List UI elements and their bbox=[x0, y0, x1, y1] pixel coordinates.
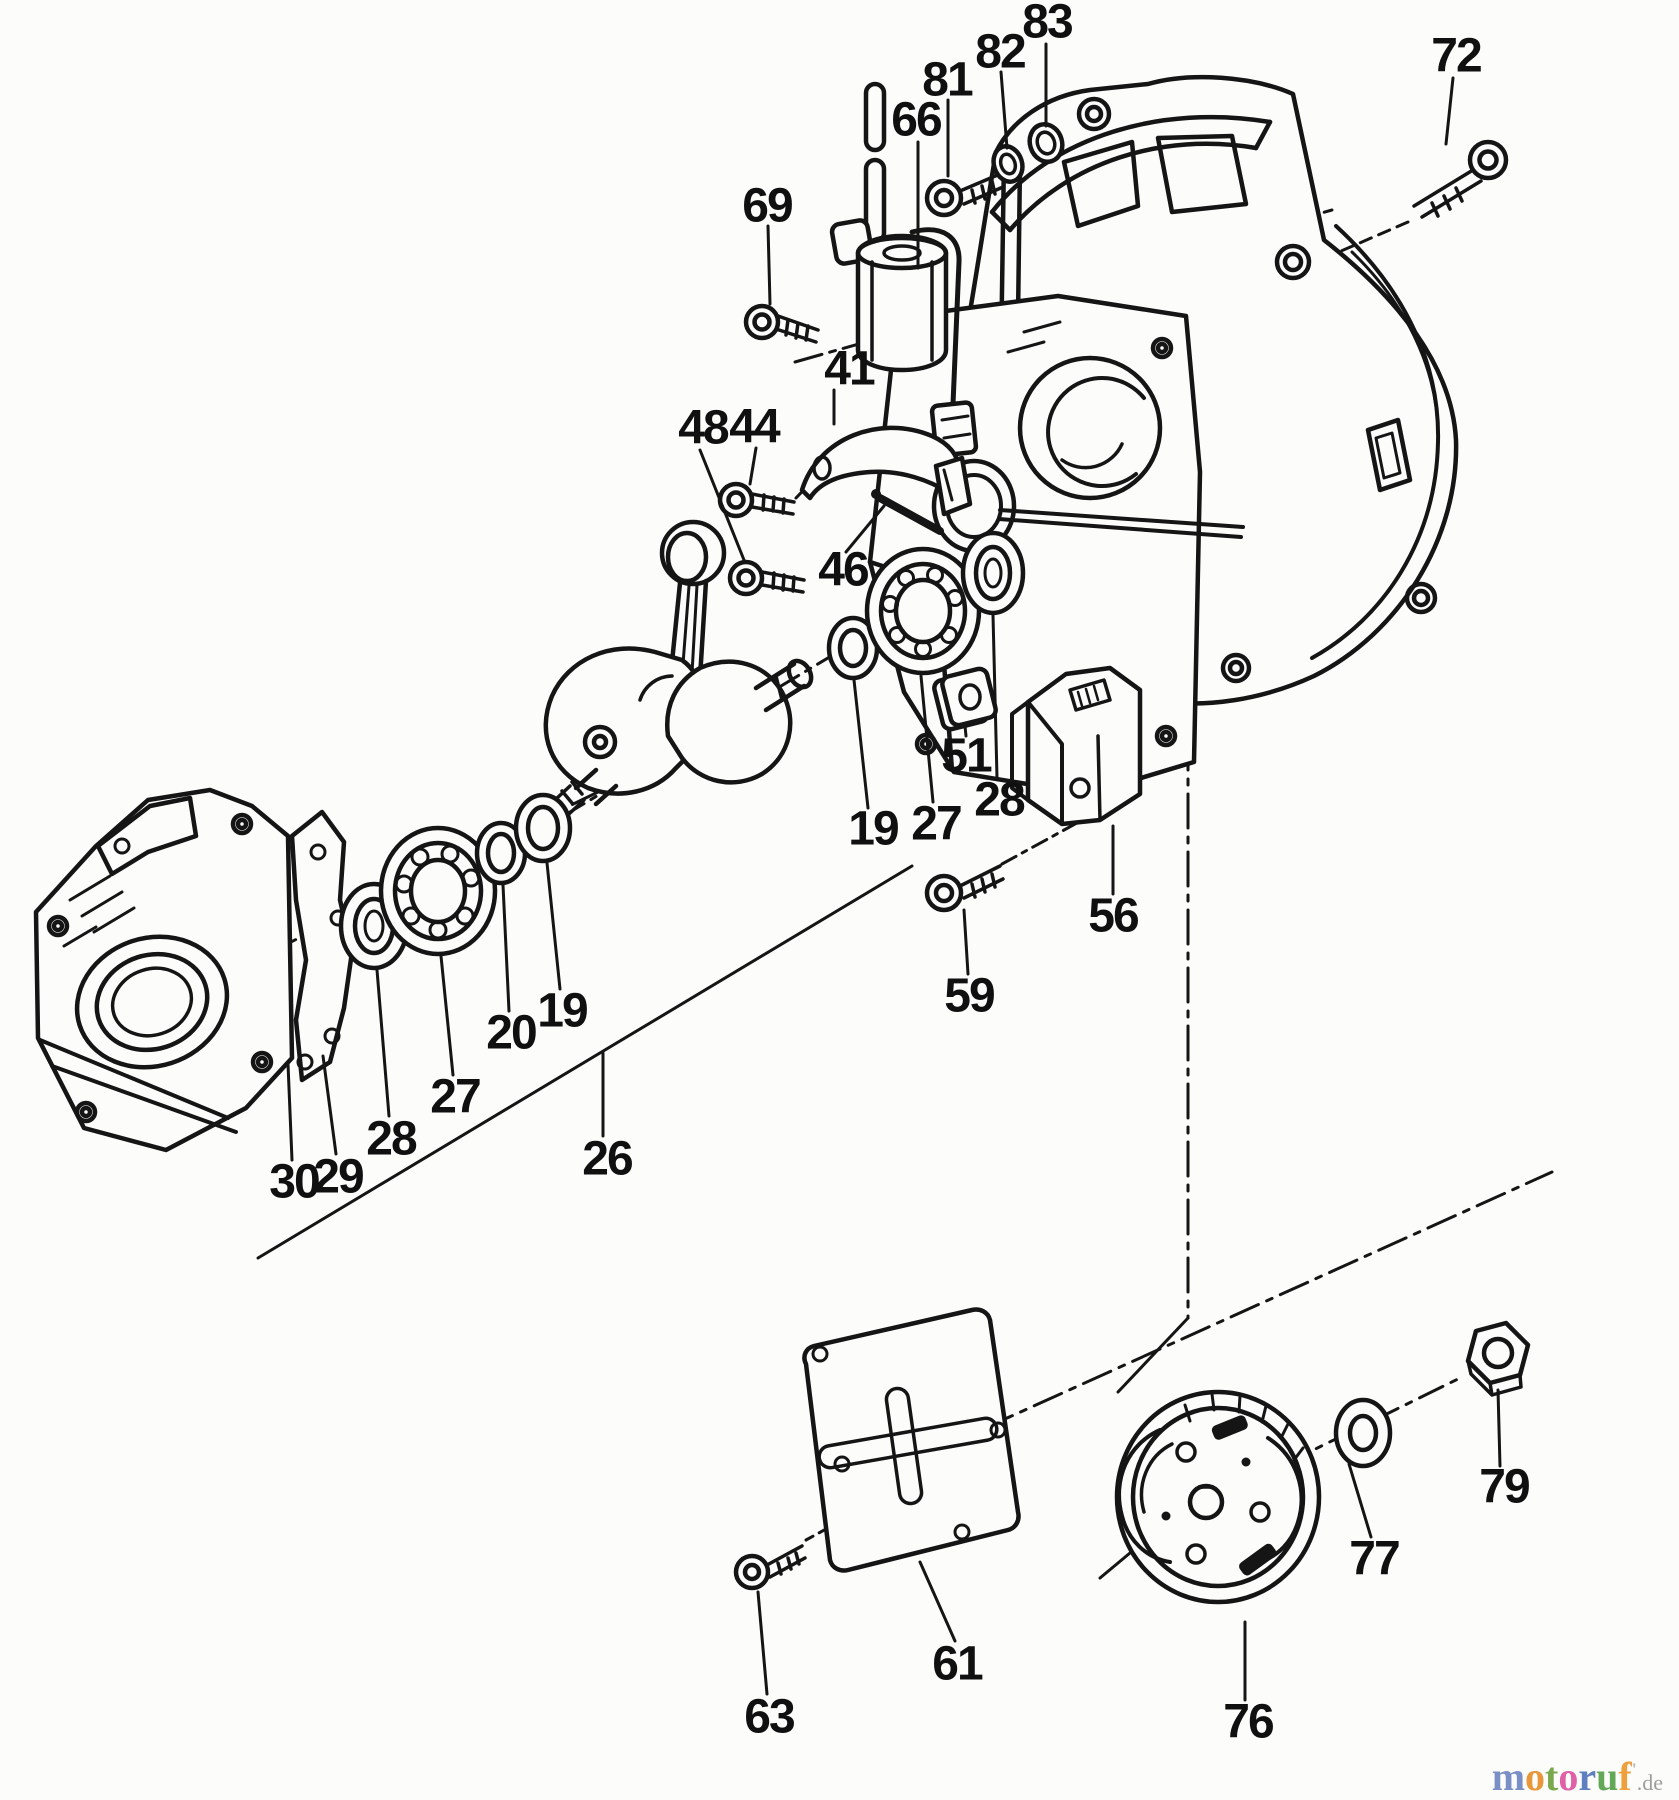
part-label-82: 82 bbox=[975, 25, 1026, 79]
watermark-logo: motoruf'.de bbox=[1492, 1753, 1663, 1800]
watermark-word: motoruf bbox=[1491, 1754, 1632, 1799]
watermark-mark: ' bbox=[1631, 1759, 1637, 1780]
crankshaft-assembly bbox=[534, 519, 814, 830]
part-label-69: 69 bbox=[742, 179, 793, 233]
part-label-30: 30 bbox=[269, 1155, 320, 1209]
crankcase-gasket bbox=[289, 809, 355, 1083]
washer-83 bbox=[1027, 122, 1065, 164]
part-label-28r: 28 bbox=[974, 773, 1025, 827]
part-label-46: 46 bbox=[818, 543, 869, 597]
dowel-pin bbox=[871, 489, 944, 535]
part-label-61: 61 bbox=[932, 1637, 983, 1691]
flywheel-rotor bbox=[1114, 1389, 1322, 1605]
starter-plate bbox=[802, 1307, 1021, 1573]
crankcase-half-left bbox=[33, 787, 295, 1153]
part-label-77: 77 bbox=[1349, 1532, 1400, 1586]
screw-63 bbox=[733, 1544, 807, 1591]
washer-19-left bbox=[513, 792, 573, 864]
part-label-83: 83 bbox=[1022, 0, 1073, 49]
bolt-81 bbox=[924, 172, 1005, 218]
watermark-suffix: .de bbox=[1636, 1770, 1663, 1795]
part-label-27l: 27 bbox=[430, 1070, 481, 1124]
part-label-28l: 28 bbox=[366, 1112, 417, 1166]
bolt-48 bbox=[727, 559, 806, 597]
part-label-41: 41 bbox=[824, 342, 875, 396]
part-label-63: 63 bbox=[744, 1690, 795, 1744]
part-label-72: 72 bbox=[1431, 29, 1482, 83]
ignition-module bbox=[1010, 665, 1143, 827]
oil-seal-right bbox=[960, 530, 1026, 616]
coil-wire bbox=[909, 227, 962, 407]
part-label-59: 59 bbox=[944, 969, 995, 1023]
ball-bearing-left bbox=[378, 825, 498, 957]
bolt-72 bbox=[1412, 139, 1509, 219]
rim-teeth bbox=[1183, 1392, 1305, 1462]
bolt-69 bbox=[743, 303, 820, 344]
part-label-44: 44 bbox=[729, 400, 780, 454]
part-label-19l: 19 bbox=[537, 984, 588, 1038]
deflector-plate bbox=[799, 425, 973, 517]
ball-bearing-right bbox=[864, 546, 982, 676]
washer-82 bbox=[991, 144, 1025, 184]
part-label-29: 29 bbox=[313, 1150, 364, 1204]
part-label-48: 48 bbox=[678, 401, 729, 455]
part-label-81: 81 bbox=[922, 53, 973, 107]
part-label-51: 51 bbox=[941, 729, 992, 783]
part-label-20: 20 bbox=[486, 1006, 537, 1060]
part-label-79: 79 bbox=[1479, 1460, 1530, 1514]
rubber-mount-51 bbox=[932, 666, 998, 732]
ht-lead-rod bbox=[863, 81, 887, 153]
part-label-27r: 27 bbox=[911, 797, 962, 851]
part-label-19r: 19 bbox=[848, 802, 899, 856]
part-label-26: 26 bbox=[582, 1132, 633, 1186]
bolt-44 bbox=[717, 481, 796, 519]
bolt-59 bbox=[924, 864, 1005, 913]
flywheel-washer bbox=[1333, 1397, 1393, 1469]
part-label-56: 56 bbox=[1088, 889, 1139, 943]
part-label-66: 66 bbox=[891, 93, 942, 147]
part-label-76: 76 bbox=[1223, 1695, 1274, 1749]
flywheel-nut bbox=[1465, 1320, 1531, 1397]
